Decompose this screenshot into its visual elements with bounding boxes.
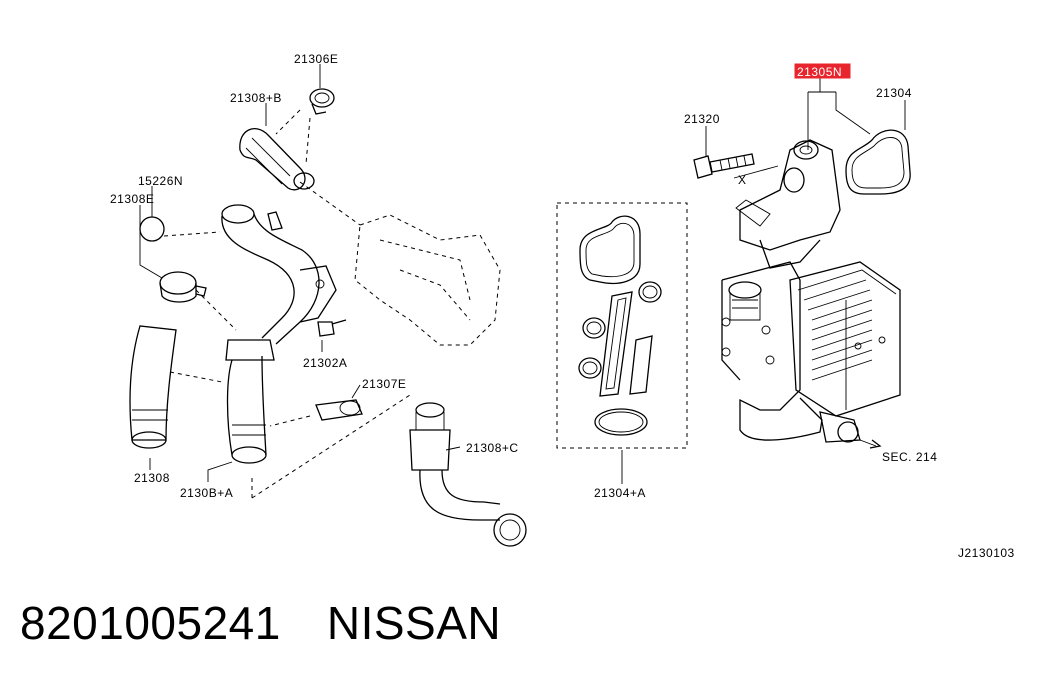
leader-lines-left xyxy=(139,64,461,499)
label-21304: 21304 xyxy=(876,86,912,100)
label-21320: 21320 xyxy=(684,112,720,126)
label-21308-c: 21308+C xyxy=(466,441,519,455)
label-21306e: 21306E xyxy=(294,52,338,66)
clamp-21307e xyxy=(315,399,363,421)
pipe-21308-c xyxy=(409,402,527,547)
clamp-21306e xyxy=(309,88,335,115)
label-21308e: 21308E xyxy=(110,192,154,206)
label-21307e: 21307E xyxy=(362,377,406,391)
brand-name: NISSAN xyxy=(326,597,502,649)
oil-cooler-assembly xyxy=(721,139,901,443)
label-21308-a: 2130B+A xyxy=(180,486,233,500)
label-21302a: 21302A xyxy=(303,356,347,370)
label-15226n: 15226N xyxy=(138,174,183,188)
footer-part-info: 8201005241 NISSAN xyxy=(20,596,501,650)
hose-21308 xyxy=(129,325,177,449)
gasket-kit-21304-a xyxy=(556,202,688,484)
gasket-21304 xyxy=(845,129,911,195)
engine-block-sketch xyxy=(299,181,501,346)
leader-lines-right xyxy=(705,78,906,449)
label-21308: 21308 xyxy=(134,471,170,485)
label-ref-code: J2130103 xyxy=(958,546,1015,560)
label-x: X xyxy=(738,173,747,187)
highlight-box xyxy=(794,63,851,79)
pipe-main xyxy=(221,204,337,345)
parts-diagram: 21306E 21308+B 15226N 21308E 21302A 2130… xyxy=(110,52,1015,560)
label-21308-b: 21308+B xyxy=(230,91,282,105)
label-21304-a: 21304+A xyxy=(594,486,646,500)
oring-15226n xyxy=(139,216,165,242)
clamp-21308e xyxy=(159,271,207,303)
label-21305n: 21305N xyxy=(797,65,842,79)
label-sec-214: SEC. 214 xyxy=(882,450,937,464)
bolt-21320 xyxy=(693,153,755,179)
part-number: 8201005241 xyxy=(20,597,281,649)
hose-21308-b xyxy=(239,128,315,191)
bolt-21302a xyxy=(317,319,347,337)
hose-21308-a xyxy=(225,339,275,464)
